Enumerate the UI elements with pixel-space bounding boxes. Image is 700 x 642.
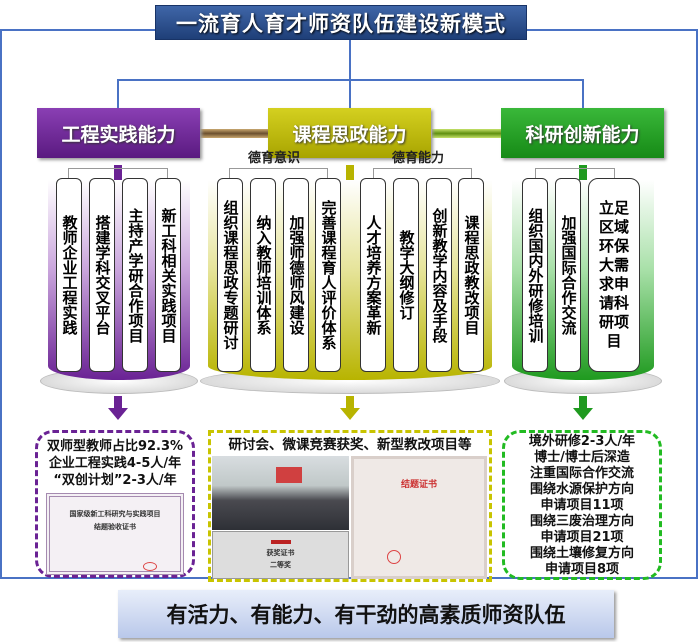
connector-bar-right: [432, 129, 501, 138]
result-line: 围绕三废治理方向: [529, 514, 634, 529]
label-moral-awareness: 德育意识: [248, 151, 301, 166]
ideology-item: 创新教学内容及手段: [426, 178, 452, 372]
bracket: [68, 168, 168, 178]
result-research: 境外研修2-3人/年 博士/博士后深造 注重国际合作交流 围绕水源保护方向 申请…: [502, 430, 662, 580]
result-engineering: 双师型教师占比92.3% 企业工程实践4-5人/年 “双创计划”2-3人/年: [35, 430, 195, 578]
ideology-item: 课程思政教改项目: [458, 178, 484, 372]
bracket: [229, 168, 328, 178]
completion-certificate: 结题证书: [351, 456, 487, 579]
frame-line-top-left: [0, 29, 155, 31]
connector-horizontal: [117, 79, 584, 81]
result-line: “双创计划”2-3人/年: [53, 473, 177, 488]
result-title: 研讨会、微课竞赛获奖、新型教改项目等: [228, 437, 472, 453]
ideology-item: 人才培养方案革新: [360, 178, 386, 372]
result-line: 双师型教师占比92.3%: [46, 439, 184, 454]
result-line: 围绕水源保护方向: [529, 482, 634, 497]
result-line: 博士/博士后深造: [534, 450, 630, 465]
connector-left: [117, 79, 119, 108]
ability-ideology: 课程思政能力: [268, 108, 431, 158]
engineering-item: 主持产学研合作项目: [122, 178, 148, 372]
connector-main: [349, 40, 351, 108]
cert-title: 国家级新工科研究与实践项目: [69, 510, 161, 518]
result-line: 境外研修2-3人/年: [528, 434, 636, 449]
bracket: [373, 168, 472, 178]
bracket: [535, 168, 615, 178]
page-title: 一流育人育才师资队伍建设新模式: [155, 5, 527, 40]
seal-icon: [143, 562, 157, 571]
ability-research: 科研创新能力: [501, 108, 664, 158]
frame-line-top-right: [527, 29, 698, 31]
result-line: 申请项目8项: [544, 562, 620, 577]
cert-award: 二等奖: [270, 561, 291, 569]
engineering-certificate: 国家级新工科研究与实践项目 结题验收证书: [46, 493, 184, 575]
result-line: 注重国际合作交流: [529, 466, 634, 481]
result-line: 围绕土壤修复方向: [529, 546, 634, 561]
connector-right: [582, 79, 584, 108]
engineering-item: 新工科相关实践项目: [155, 178, 181, 372]
ideology-item: 组织课程思政专题研讨: [217, 178, 243, 372]
ideology-item: 加强师德师风建设: [283, 178, 309, 372]
engineering-item: 教师企业工程实践: [56, 178, 82, 372]
cert-title: 结题证书: [400, 480, 437, 490]
frame-line-left: [0, 29, 2, 579]
connector-bar-left: [199, 129, 268, 138]
ability-engineering: 工程实践能力: [37, 108, 200, 158]
research-item: 组织国内外研修培训: [522, 178, 548, 372]
engineering-item: 搭建学科交叉平台: [89, 178, 115, 372]
result-line: 申请项目21项: [540, 530, 624, 545]
result-ideology: 研讨会、微课竞赛获奖、新型教改项目等: [208, 430, 492, 582]
ideology-item: 纳入教师培训体系: [250, 178, 276, 372]
cert-title: 获奖证书: [266, 549, 295, 557]
cert-subtitle: 结题验收证书: [94, 523, 136, 531]
footer-banner: 有活力、有能力、有干劲的高素质师资队伍: [118, 590, 614, 638]
research-item: 立足区域环保大需求申请科研项目: [588, 178, 640, 372]
seminar-photo: [212, 456, 349, 530]
ideology-item: 教学大纲修订: [393, 178, 419, 372]
screen: [276, 467, 302, 483]
seal-icon: [387, 550, 401, 564]
frame-line-right: [696, 29, 698, 579]
frame-line-bottom: [0, 577, 698, 579]
ideology-item: 完善课程育人评价体系: [315, 178, 341, 372]
label-moral-ability: 德育能力: [392, 151, 445, 166]
result-line: 企业工程实践4-5人/年: [48, 456, 182, 471]
result-line: 申请项目11项: [540, 498, 624, 513]
research-item: 加强国际合作交流: [555, 178, 581, 372]
award-certificate: 获奖证书 二等奖: [212, 531, 349, 579]
